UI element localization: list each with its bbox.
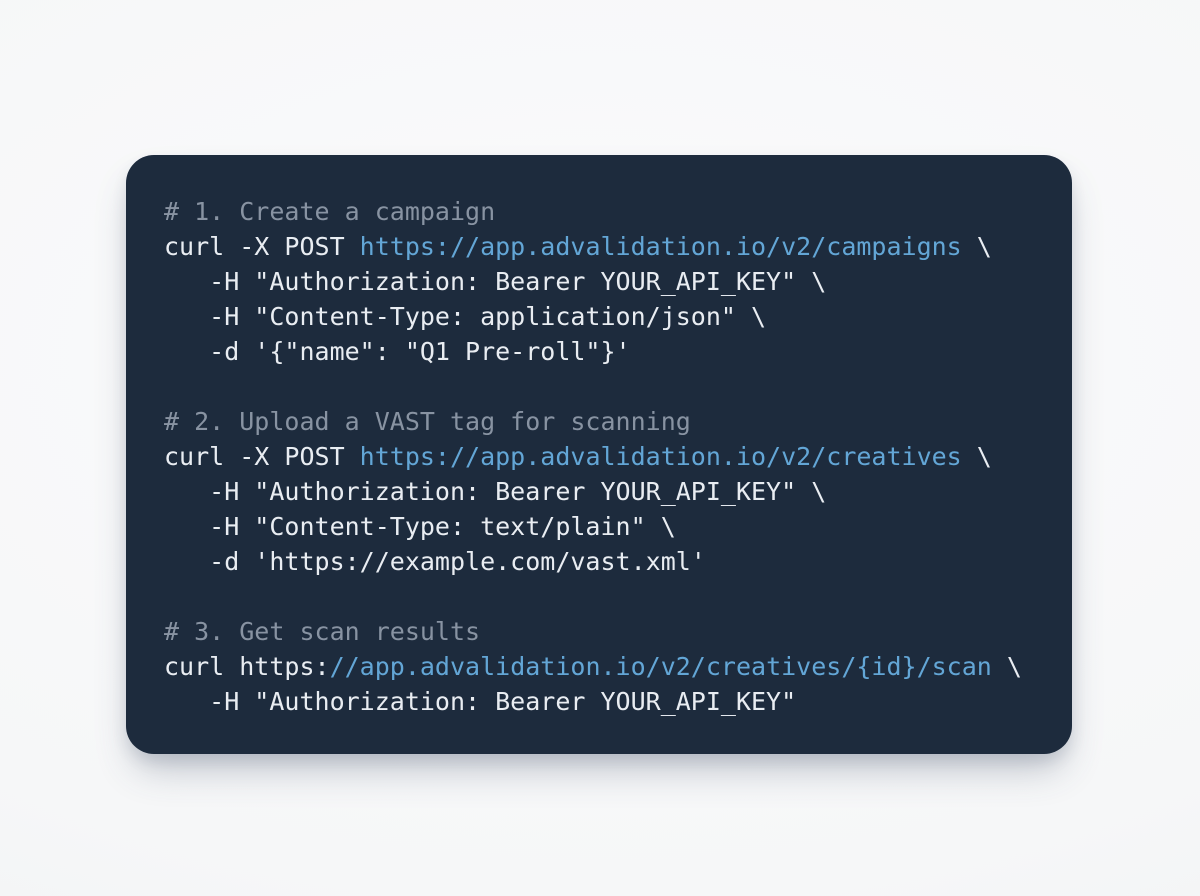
code-snippet-card: # 1. Create a campaign curl -X POST https…: [126, 155, 1072, 754]
code-text: \: [961, 232, 992, 261]
code-line: -H "Authorization: Bearer YOUR_API_KEY" …: [164, 474, 1034, 509]
code-text: -H "Content-Type: text/plain" \: [164, 512, 676, 541]
code-text: \: [961, 442, 992, 471]
code-text: -H "Authorization: Bearer YOUR_API_KEY" …: [164, 267, 827, 296]
code-text: curl -X POST: [164, 442, 360, 471]
code-line: -H "Authorization: Bearer YOUR_API_KEY" …: [164, 264, 1034, 299]
code-line: curl -X POST https://app.advalidation.io…: [164, 229, 1034, 264]
code-line: # 2. Upload a VAST tag for scanning: [164, 404, 1034, 439]
code-line: # 1. Create a campaign: [164, 194, 1034, 229]
code-text: -H "Content-Type: application/json" \: [164, 302, 767, 331]
code-block: # 1. Create a campaign curl -X POST https…: [164, 194, 1034, 719]
code-text: -H "Authorization: Bearer YOUR_API_KEY": [164, 687, 797, 716]
code-line: -H "Authorization: Bearer YOUR_API_KEY": [164, 684, 1034, 719]
code-line: -H "Content-Type: application/json" \: [164, 299, 1034, 334]
code-text: -H "Authorization: Bearer YOUR_API_KEY" …: [164, 477, 827, 506]
code-text: -d '{"name": "Q1 Pre-roll"}': [164, 337, 631, 366]
code-text: curl -X POST: [164, 232, 360, 261]
code-line: -H "Content-Type: text/plain" \: [164, 509, 1034, 544]
comment-text: # 1. Create a campaign: [164, 197, 496, 226]
url-text: //app.advalidation.io/v2/creatives/{id}/…: [329, 652, 992, 681]
code-text: \: [991, 652, 1022, 681]
url-text: https://app.advalidation.io/v2/campaigns: [359, 232, 962, 261]
code-line: -d 'https://example.com/vast.xml': [164, 544, 1034, 579]
code-line-blank: [164, 369, 1034, 404]
comment-text: # 2. Upload a VAST tag for scanning: [164, 407, 691, 436]
code-line: # 3. Get scan results: [164, 614, 1034, 649]
code-line: curl -X POST https://app.advalidation.io…: [164, 439, 1034, 474]
url-text: https://app.advalidation.io/v2/creatives: [359, 442, 962, 471]
code-text: -d 'https://example.com/vast.xml': [164, 547, 706, 576]
code-text: curl https:: [164, 652, 330, 681]
code-line-blank: [164, 579, 1034, 614]
code-line: -d '{"name": "Q1 Pre-roll"}': [164, 334, 1034, 369]
code-line: curl https://app.advalidation.io/v2/crea…: [164, 649, 1034, 684]
comment-text: # 3. Get scan results: [164, 617, 481, 646]
